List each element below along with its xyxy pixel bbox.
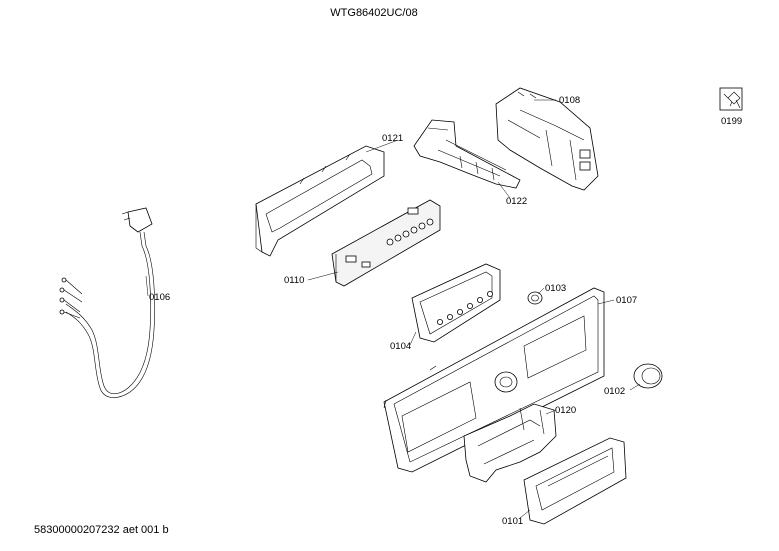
- part-0107-control-panel[interactable]: [383, 287, 605, 473]
- part-0108-power-module[interactable]: [495, 87, 599, 191]
- diagram-footer: 58300000207232 aet 001 b: [34, 524, 169, 536]
- label-0110: 0110: [284, 275, 304, 286]
- part-0122-cable-duct[interactable]: [413, 119, 521, 189]
- repair-tool-icon: [719, 87, 743, 111]
- label-0121: 0121: [382, 133, 403, 144]
- part-0121-bracket-frame[interactable]: [255, 145, 385, 257]
- part-0101-drawer-handle[interactable]: [523, 437, 627, 525]
- label-0103: 0103: [545, 283, 566, 294]
- leader-lines: [145, 99, 641, 519]
- part-0102-knob[interactable]: [633, 363, 663, 389]
- label-0107: 0107: [616, 295, 637, 306]
- label-0108: 0108: [559, 95, 580, 106]
- label-0122: 0122: [506, 196, 527, 207]
- part-0106-power-cord[interactable]: [59, 207, 156, 398]
- part-0120-hinge-bracket[interactable]: [463, 403, 557, 483]
- diagram-title: WTG86402UC/08: [330, 7, 417, 19]
- label-0104: 0104: [390, 341, 411, 352]
- label-0101: 0101: [502, 516, 523, 527]
- label-0199: 0199: [721, 116, 742, 127]
- label-0120: 0120: [555, 405, 576, 416]
- label-0102: 0102: [604, 386, 625, 397]
- part-0103-knob-shaft[interactable]: [527, 291, 543, 305]
- part-0104-button-panel[interactable]: [411, 263, 501, 343]
- part-0110-control-board[interactable]: [331, 199, 441, 287]
- label-0106: 0106: [149, 292, 170, 303]
